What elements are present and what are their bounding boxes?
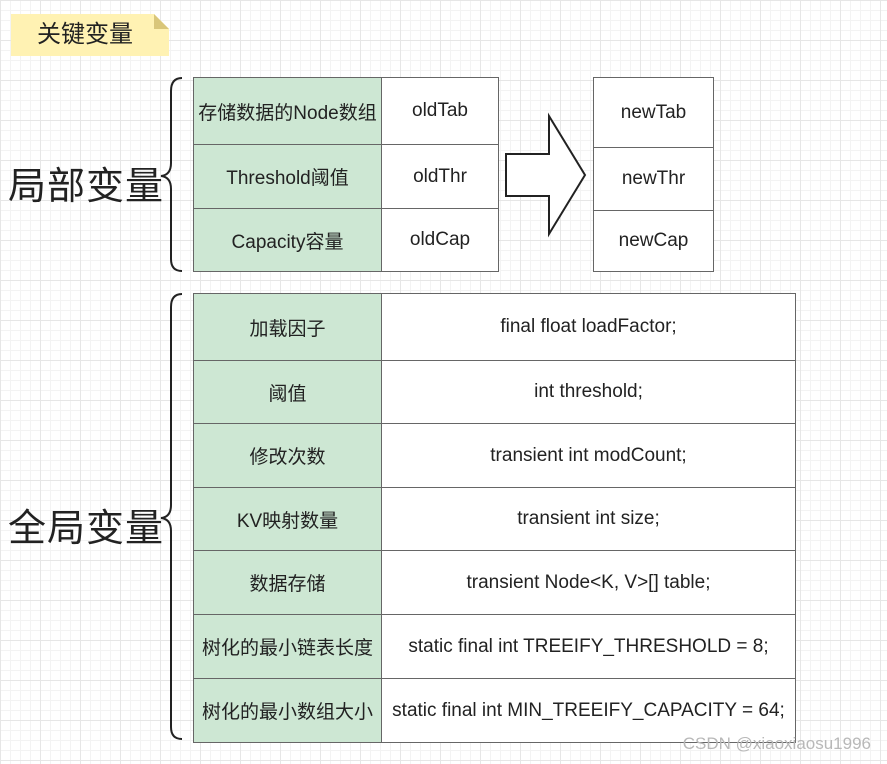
old-variable-cell: oldCap <box>381 208 499 272</box>
variable-name-cell: Capacity容量 <box>193 208 382 272</box>
table-row: 修改次数 transient int modCount; <box>193 423 796 488</box>
table-row: newTab <box>593 77 714 148</box>
global-variables-table: 加载因子 final float loadFactor; 阈值 int thre… <box>193 293 796 743</box>
old-variable-cell: oldThr <box>381 144 499 209</box>
variable-name-cell: Threshold阈值 <box>193 144 382 209</box>
table-row: newCap <box>593 210 714 272</box>
table-row: Capacity容量 oldCap <box>193 208 499 272</box>
variable-name-cell: KV映射数量 <box>193 487 382 551</box>
right-arrow-icon <box>505 112 587 238</box>
local-brace <box>160 77 183 272</box>
variable-name-cell: 数据存储 <box>193 550 382 615</box>
table-row: 阈值 int threshold; <box>193 360 796 424</box>
declaration-cell: transient Node<K, V>[] table; <box>381 550 796 615</box>
new-variable-cell: newTab <box>593 77 714 148</box>
watermark: CSDN @xiaoxiaosu1996 <box>682 734 871 753</box>
declaration-cell: static final int MIN_TREEIFY_CAPACITY = … <box>381 678 796 743</box>
variable-name-cell: 存储数据的Node数组 <box>193 77 382 145</box>
declaration-cell: transient int size; <box>381 487 796 551</box>
table-row: Threshold阈值 oldThr <box>193 144 499 209</box>
declaration-cell: transient int modCount; <box>381 423 796 488</box>
local-variables-label: 局部变量 <box>8 166 165 208</box>
table-row: 存储数据的Node数组 oldTab <box>193 77 499 145</box>
variable-name-cell: 加载因子 <box>193 293 382 361</box>
global-brace <box>160 293 183 740</box>
table-row: 数据存储 transient Node<K, V>[] table; <box>193 550 796 615</box>
title-note: 关键变量 <box>11 14 169 56</box>
table-row: 树化的最小数组大小 static final int MIN_TREEIFY_C… <box>193 678 796 743</box>
declaration-cell: final float loadFactor; <box>381 293 796 361</box>
variable-name-cell: 阈值 <box>193 360 382 424</box>
variable-name-cell: 修改次数 <box>193 423 382 488</box>
variable-name-cell: 树化的最小数组大小 <box>193 678 382 743</box>
table-row: KV映射数量 transient int size; <box>193 487 796 551</box>
new-variables-table: newTab newThr newCap <box>593 77 714 272</box>
declaration-cell: int threshold; <box>381 360 796 424</box>
table-row: 树化的最小链表长度 static final int TREEIFY_THRES… <box>193 614 796 679</box>
global-variables-label: 全局变量 <box>8 508 165 550</box>
note-fold-corner <box>154 14 169 29</box>
variable-name-cell: 树化的最小链表长度 <box>193 614 382 679</box>
local-variables-table: 存储数据的Node数组 oldTab Threshold阈值 oldThr Ca… <box>193 77 499 272</box>
table-row: 加载因子 final float loadFactor; <box>193 293 796 361</box>
new-variable-cell: newThr <box>593 147 714 211</box>
new-variable-cell: newCap <box>593 210 714 272</box>
title-text: 关键变量 <box>37 21 133 48</box>
declaration-cell: static final int TREEIFY_THRESHOLD = 8; <box>381 614 796 679</box>
table-row: newThr <box>593 147 714 211</box>
old-variable-cell: oldTab <box>381 77 499 145</box>
